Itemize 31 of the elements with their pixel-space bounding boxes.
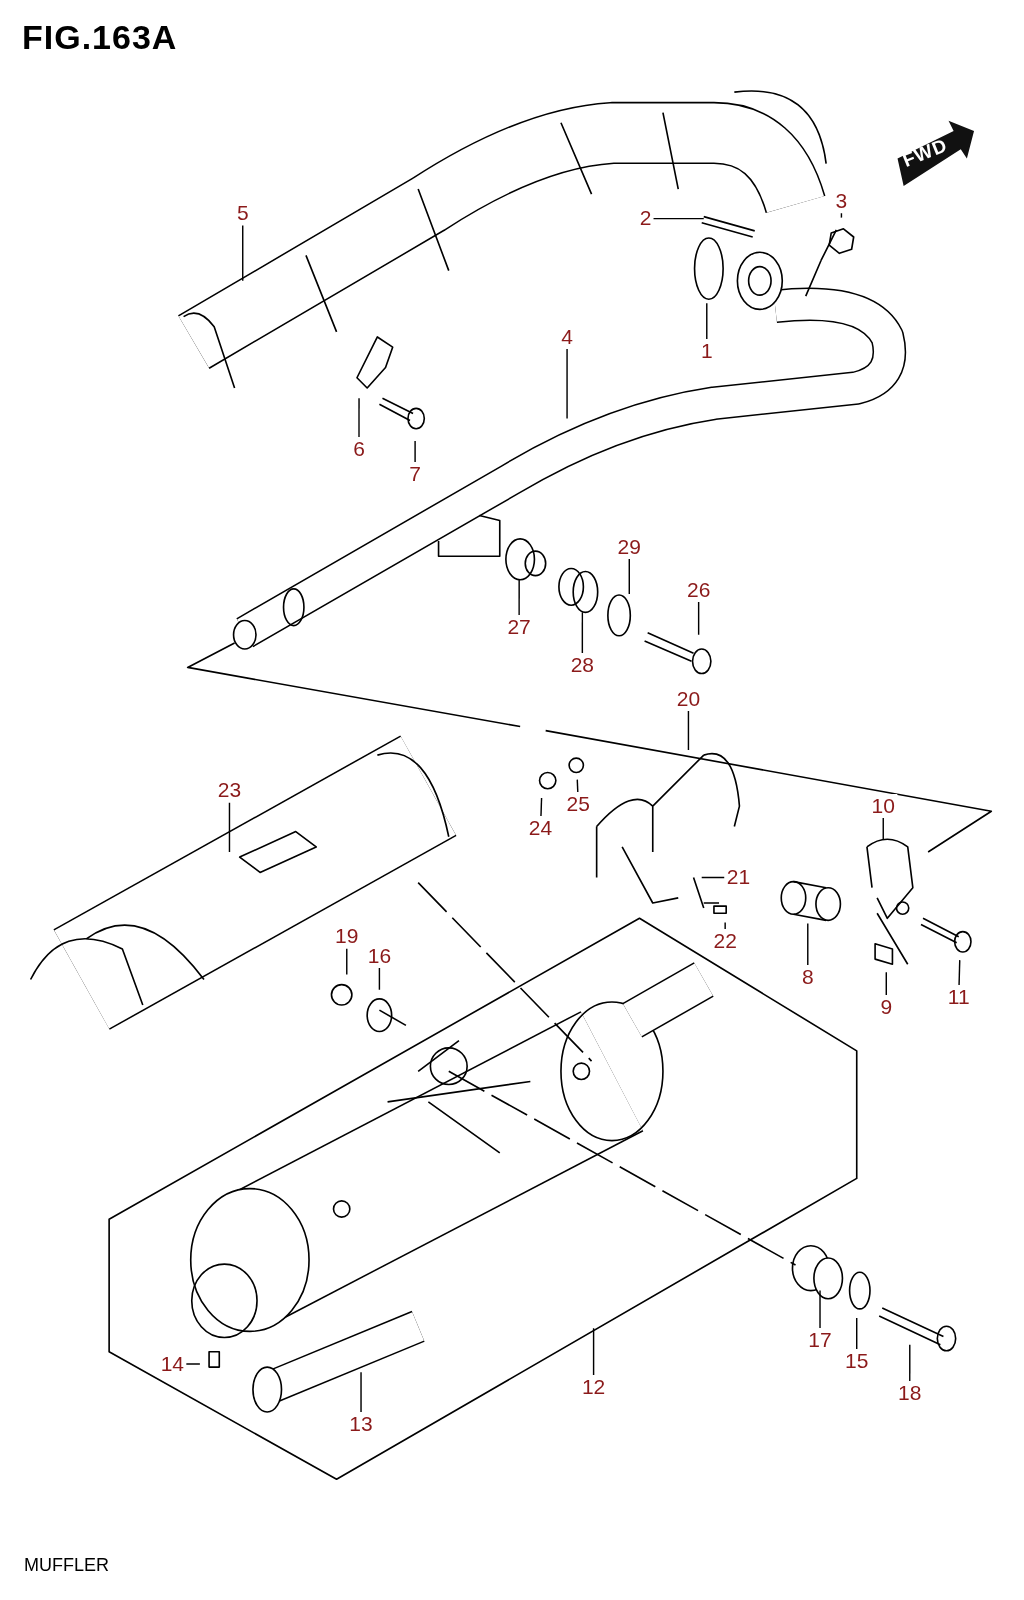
leader-line — [540, 797, 543, 818]
leader-line — [885, 971, 888, 996]
leader-line — [358, 397, 360, 438]
leader-line — [882, 817, 884, 841]
leader-line — [518, 579, 520, 617]
leader-line — [701, 876, 726, 879]
leader-line — [592, 1327, 595, 1377]
leader-line — [807, 922, 809, 967]
caption: MUFFLER — [24, 1555, 109, 1576]
leader-line — [228, 802, 231, 853]
leader-line — [724, 921, 726, 931]
leader-line — [346, 947, 348, 976]
figure-title: FIG.163A — [22, 18, 178, 57]
leader-line — [185, 1363, 201, 1365]
leader-line — [687, 710, 690, 751]
leader-line — [378, 967, 381, 991]
leader-line — [652, 217, 705, 220]
leader-line — [628, 558, 630, 595]
leader-line — [242, 224, 244, 282]
leader-line — [360, 1371, 362, 1413]
leader-line — [581, 611, 584, 655]
leader-line — [566, 348, 568, 420]
direction-label: FWD — [899, 134, 951, 172]
leader-line — [414, 440, 416, 464]
leader-line — [909, 1343, 911, 1383]
leader-line — [819, 1289, 821, 1330]
leader-line — [697, 601, 700, 636]
leader-line — [958, 959, 961, 987]
leader-line — [706, 302, 708, 340]
leader-line — [840, 212, 843, 219]
leader-line — [856, 1317, 858, 1350]
